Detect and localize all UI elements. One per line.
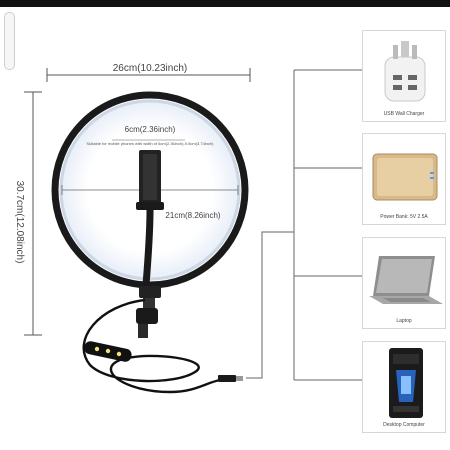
height-dimension: 30.7cm(12.08inch) (14, 91, 42, 336)
device-label: USB Wall Charger (383, 111, 425, 117)
usb-plug (218, 375, 236, 382)
usb-wall-charger-icon (384, 41, 426, 102)
ring-diameter-label: 21cm(8.26inch) (165, 211, 220, 220)
top-bar (0, 0, 450, 7)
width-label: 26cm(10.23inch) (113, 63, 187, 74)
device-label: Laptop (396, 318, 412, 324)
connection-lines (246, 69, 362, 381)
gooseneck-arm (142, 206, 154, 289)
phone-holder-label: 6cm(2.36inch) (125, 125, 176, 134)
ring-mount (136, 286, 161, 338)
device-laptop: Laptop (362, 237, 446, 329)
remote-controller (84, 341, 132, 362)
power-bank-icon (372, 153, 438, 201)
device-power-bank: Power Bank: 5V 2.5A (362, 133, 446, 225)
phone-holder-dimension: 6cm(2.36inch) Suitable for mobile phones… (87, 125, 215, 146)
height-label: 30.7cm(12.08inch) (14, 181, 25, 264)
width-dimension: 26cm(10.23inch) (46, 63, 251, 82)
laptop-icon (369, 256, 443, 304)
device-label: Power Bank: 5V 2.5A (380, 214, 428, 220)
device-desktop-computer: Desktop Computer (362, 341, 446, 433)
usb-plug-tip (236, 376, 243, 381)
usb-cable (82, 298, 221, 394)
scroll-handle[interactable] (4, 12, 15, 70)
device-usb-wall-charger: USB Wall Charger (362, 30, 446, 122)
phone-clamp (136, 150, 164, 210)
device-label: Desktop Computer (383, 422, 425, 428)
phone-holder-note: Suitable for mobile phones with width of… (87, 141, 215, 146)
desktop-computer-icon (389, 348, 423, 418)
